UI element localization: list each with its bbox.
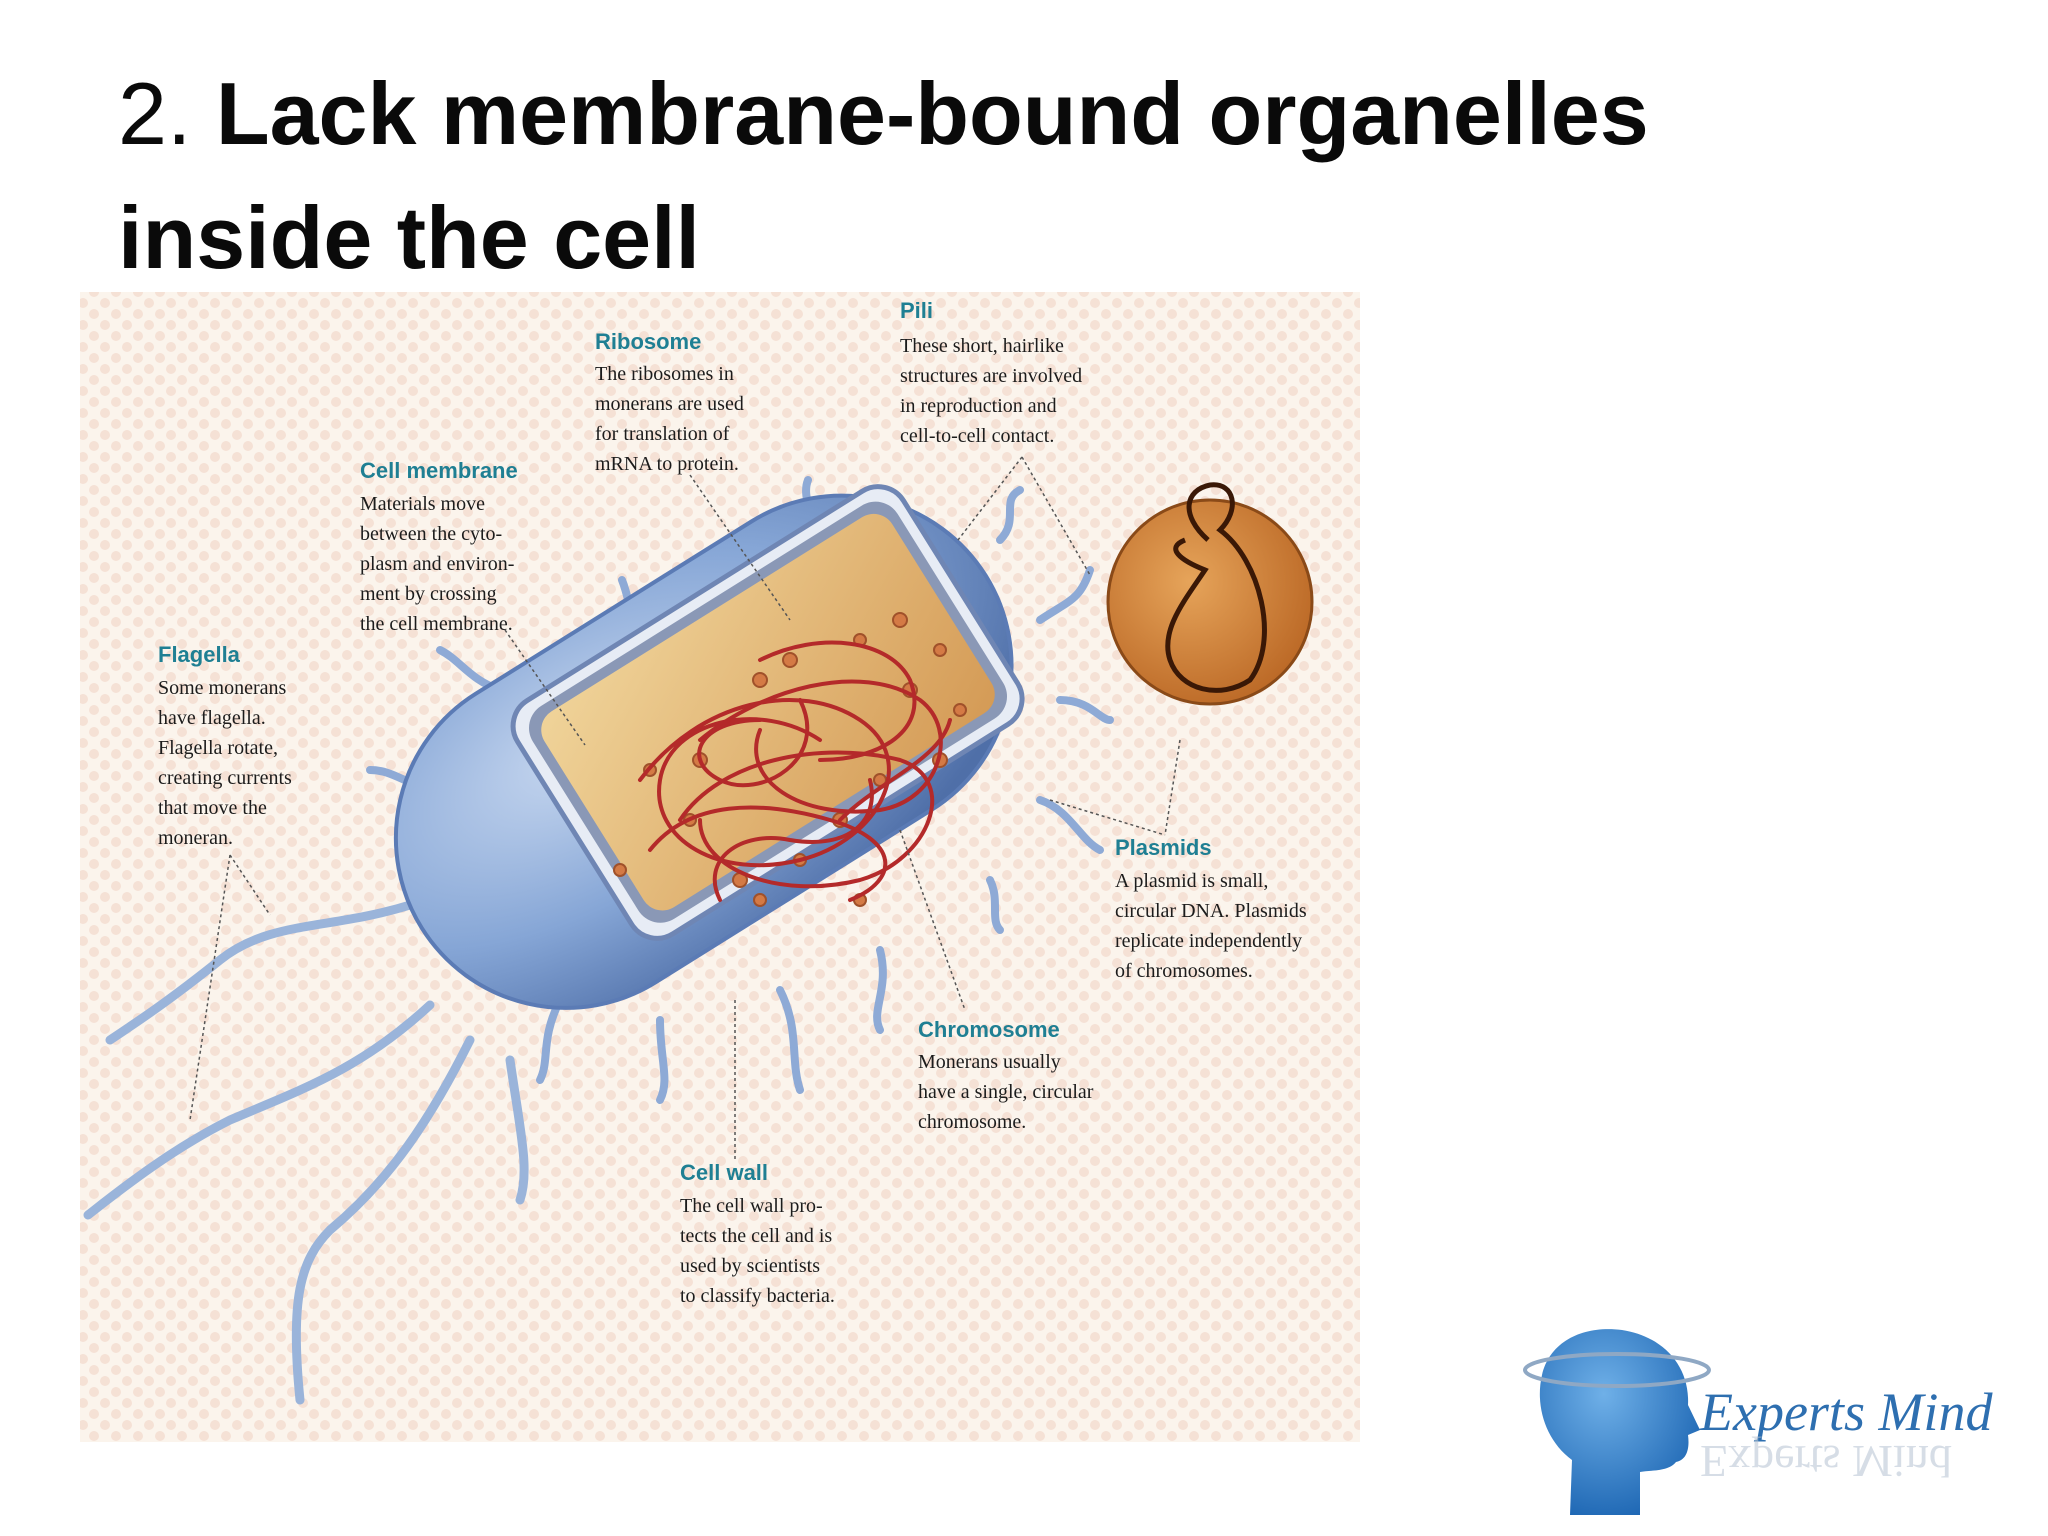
label-chromosome-line-2: have a single, circular: [918, 1081, 1094, 1103]
label-ribosome-line-2: monerans are used: [595, 393, 744, 415]
cell-body-group: [393, 484, 1025, 1010]
label-ribosome-title: Ribosome: [595, 329, 701, 354]
label-cell-membrane: Cell membrane Materials move between the…: [360, 458, 518, 635]
label-plasmids-line-2: circular DNA. Plasmids: [1115, 900, 1307, 922]
cytoplasm: [541, 513, 995, 911]
label-pili-line-3: in reproduction and: [900, 395, 1057, 417]
logo-reflection: Experts Mind: [1700, 1436, 1952, 1487]
label-flagella-title: Flagella: [158, 642, 241, 667]
label-cell-membrane-line-5: the cell membrane.: [360, 613, 513, 635]
title-line-2: inside the cell: [118, 188, 700, 287]
label-chromosome: Chromosome Monerans usually have a singl…: [918, 1017, 1094, 1133]
label-plasmids-line-1: A plasmid is small,: [1115, 870, 1268, 892]
label-pili-line-1: These short, hairlike: [900, 335, 1064, 357]
label-cell-wall-line-1: The cell wall pro-: [680, 1195, 823, 1217]
label-flagella: Flagella Some monerans have flagella. Fl…: [158, 642, 292, 849]
slide-number: 2.: [118, 64, 192, 163]
label-cell-membrane-line-3: plasm and environ-: [360, 553, 514, 575]
experts-mind-logo: Experts Mind Experts Mind: [1523, 1329, 1993, 1515]
plasmid-disc: [1106, 498, 1314, 706]
label-cell-wall: Cell wall The cell wall pro- tects the c…: [680, 1160, 835, 1307]
label-ribosome-line-4: mRNA to protein.: [595, 453, 739, 475]
label-plasmids-line-4: of chromosomes.: [1115, 960, 1253, 982]
plasmid-loop: [1165, 482, 1267, 693]
logo-text: Experts Mind: [1699, 1382, 1993, 1442]
label-plasmids-line-3: replicate independently: [1115, 930, 1302, 952]
label-ribosome-line-3: for translation of: [595, 423, 730, 445]
label-ribosome: Ribosome The ribosomes in monerans are u…: [595, 329, 744, 475]
label-cell-membrane-title: Cell membrane: [360, 458, 518, 483]
label-pili: Pili These short, hairlike structures ar…: [900, 298, 1082, 447]
label-ribosome-line-1: The ribosomes in: [595, 363, 734, 385]
label-flagella-line-4: creating currents: [158, 767, 292, 789]
label-cell-wall-line-4: to classify bacteria.: [680, 1285, 835, 1307]
label-pili-line-4: cell-to-cell contact.: [900, 425, 1054, 447]
label-cell-wall-line-2: tects the cell and is: [680, 1225, 832, 1247]
label-flagella-line-3: Flagella rotate,: [158, 737, 278, 759]
label-plasmids: Plasmids A plasmid is small, circular DN…: [1115, 835, 1307, 982]
label-chromosome-line-3: chromosome.: [918, 1111, 1026, 1133]
label-flagella-line-1: Some monerans: [158, 677, 287, 699]
title-line-1: Lack membrane-bound organelles: [215, 64, 1649, 163]
label-cell-wall-line-3: used by scientists: [680, 1255, 820, 1277]
label-flagella-line-5: that move the: [158, 797, 267, 819]
head-silhouette-icon: [1539, 1329, 1700, 1515]
label-flagella-line-2: have flagella.: [158, 707, 266, 729]
label-cell-membrane-line-1: Materials move: [360, 493, 485, 515]
chromosome-strands: [638, 640, 952, 902]
label-plasmids-title: Plasmids: [1115, 835, 1212, 860]
slide-title: 2. Lack membrane-bound organelles inside…: [118, 52, 1818, 300]
label-cell-wall-title: Cell wall: [680, 1160, 768, 1185]
flagella: [83, 900, 529, 1405]
label-cell-membrane-line-2: between the cyto-: [360, 523, 502, 545]
label-pili-line-2: structures are involved: [900, 365, 1082, 387]
label-cell-membrane-line-4: ment by crossing: [360, 583, 497, 605]
leader-lines: [189, 456, 1181, 1160]
label-chromosome-title: Chromosome: [918, 1017, 1060, 1042]
label-pili-title: Pili: [900, 298, 933, 323]
label-chromosome-line-1: Monerans usually: [918, 1051, 1061, 1073]
label-flagella-line-6: moneran.: [158, 827, 233, 849]
halo-ring-icon: [1523, 1352, 1711, 1388]
